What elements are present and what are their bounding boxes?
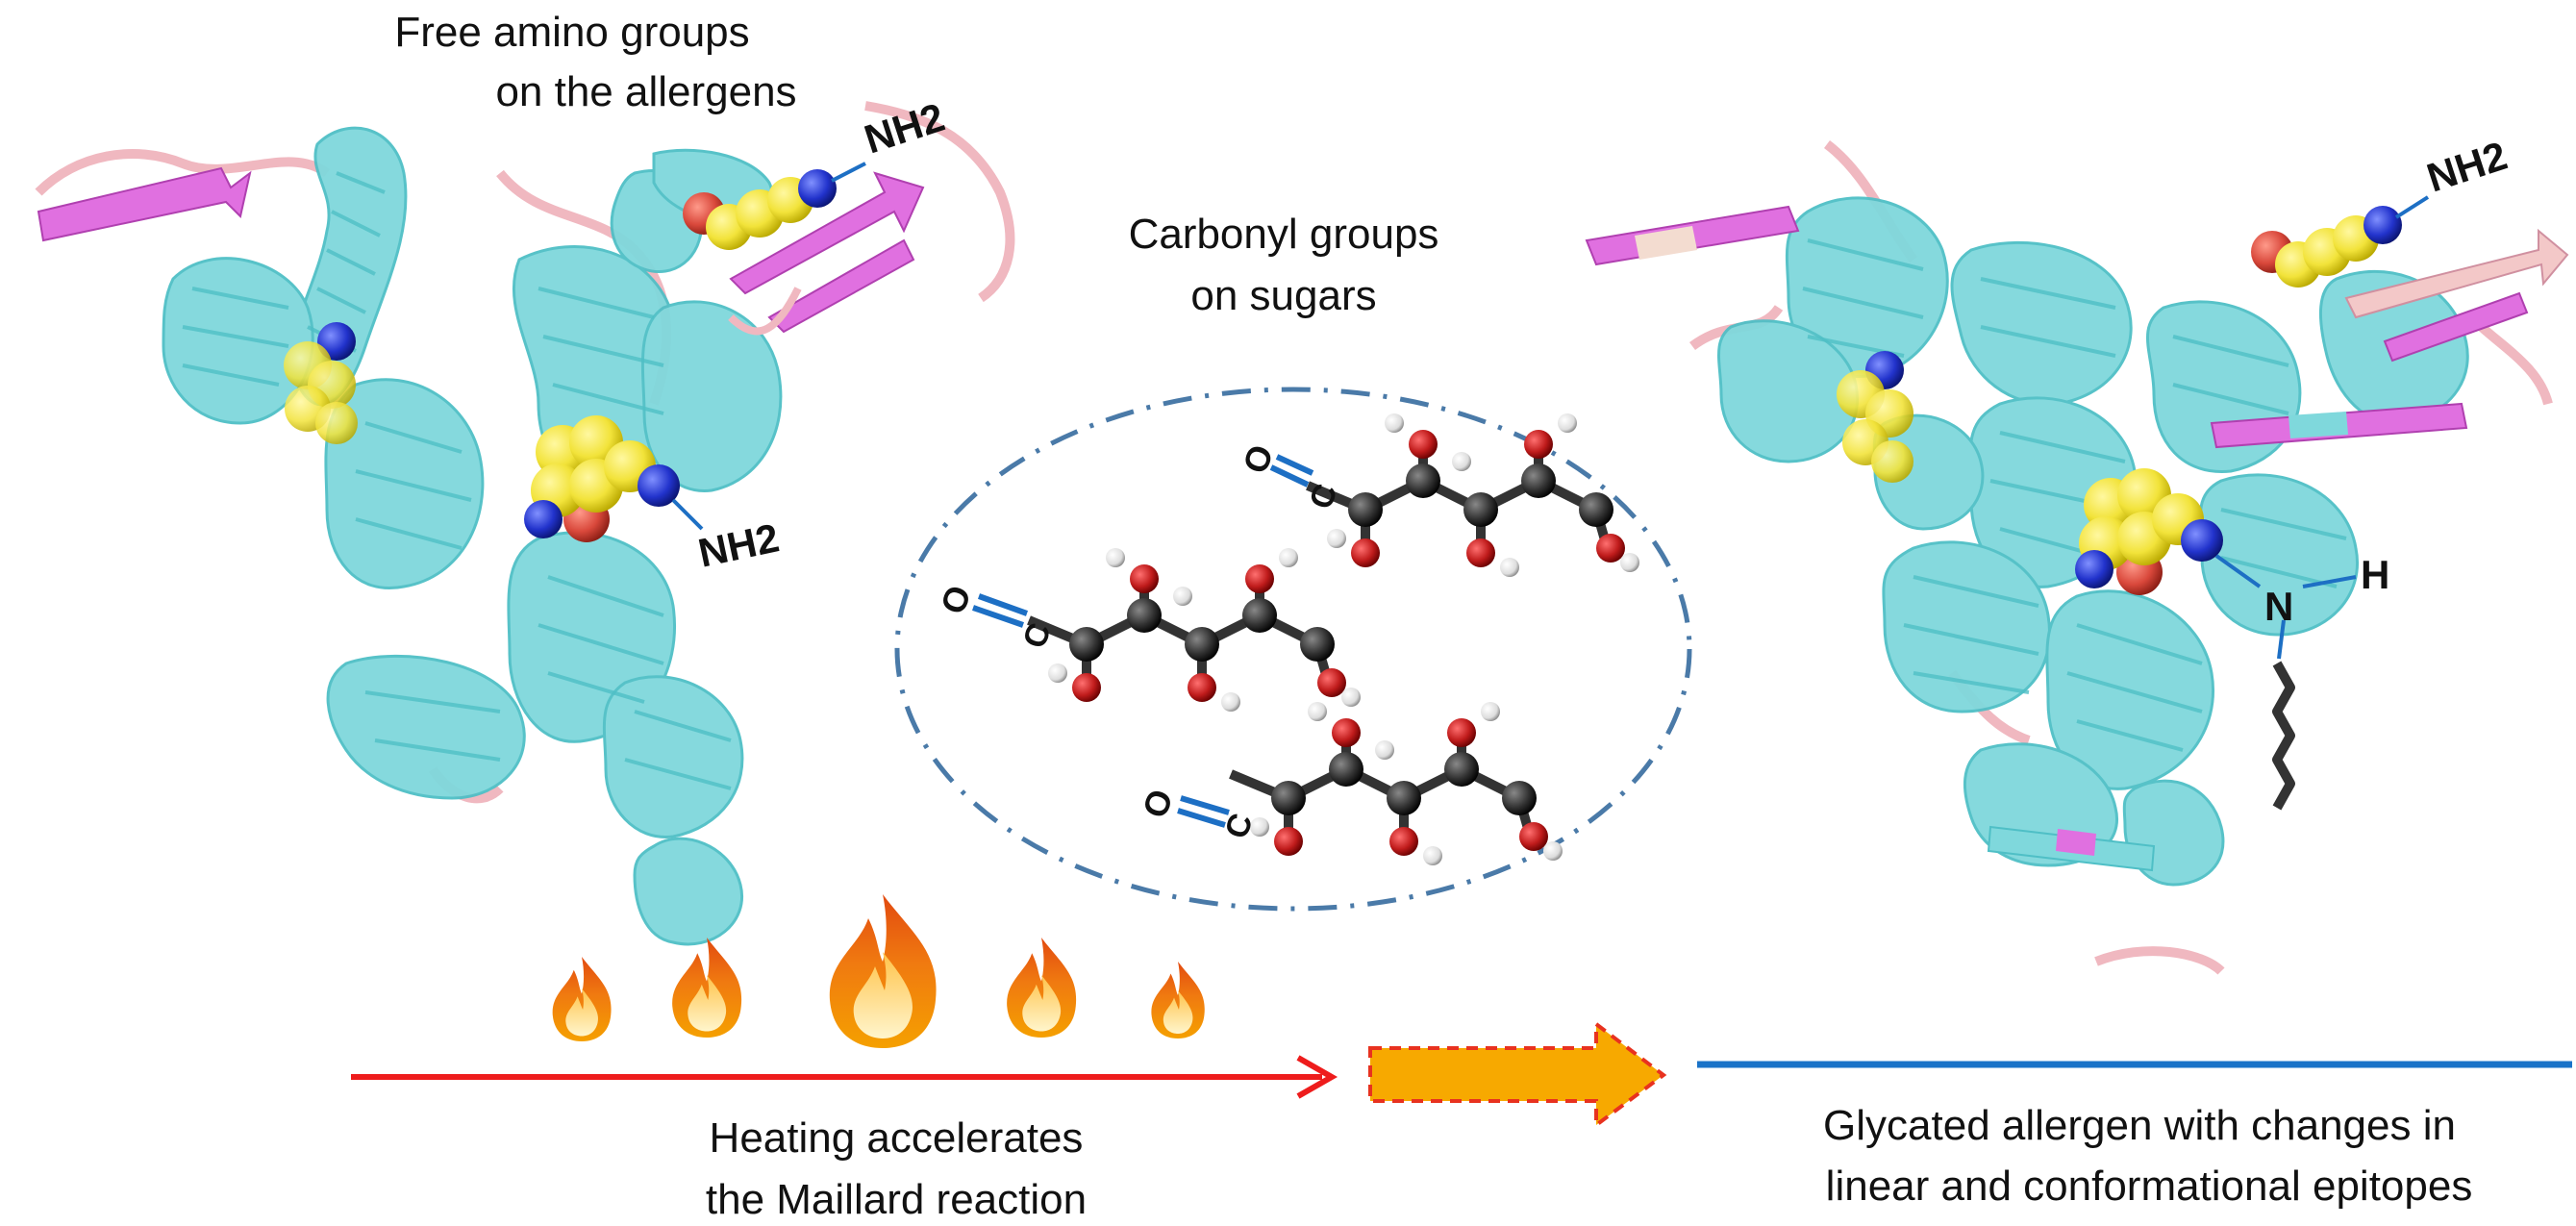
free-amino-title-line1: Free amino groups: [394, 9, 749, 56]
glycated-lysine-top: [2251, 195, 2430, 288]
sugar-molecule-3: O C: [1135, 702, 1563, 865]
flame-icon: [829, 894, 937, 1048]
lysine-residue-left: [284, 322, 358, 444]
glycated-lysine-left: [1837, 351, 1913, 483]
flame-icon: [552, 957, 612, 1041]
native-allergen-structure: [35, 101, 1015, 946]
lysine-residue-center: [524, 415, 704, 542]
glycated-caption-line1: Glycated allergen with changes in: [1823, 1102, 2456, 1149]
sugar2-oxygen-label: O: [933, 580, 979, 618]
flame-icon: [1007, 938, 1077, 1038]
carbonyl-title-line1: Carbonyl groups: [1129, 211, 1439, 258]
glycated-allergen-structure: [1585, 140, 2569, 975]
sugar3-oxygen-label: O: [1135, 784, 1181, 822]
sugar3-carbon-label: C: [1218, 809, 1261, 843]
h-label-right: H: [2361, 552, 2389, 597]
flame-icon: [1151, 962, 1205, 1038]
flame-icon: [672, 938, 742, 1038]
free-amino-title-line2: on the allergens: [495, 68, 796, 115]
carbonyl-title-line2: on sugars: [1190, 272, 1376, 319]
sugar-pool-ellipse: [894, 387, 1692, 912]
nh2-label-right: NH2: [2421, 133, 2512, 201]
lysine-residue-top: [683, 162, 866, 250]
sugar2-carbon-label: C: [1016, 618, 1059, 653]
heating-caption-line1: Heating accelerates: [710, 1114, 1084, 1162]
heating-arrow: [351, 1055, 1338, 1099]
sugar-molecule-2: O C: [933, 548, 1361, 712]
n-label-right: N: [2264, 584, 2293, 629]
heating-caption-line2: the Maillard reaction: [706, 1176, 1087, 1223]
sugar-molecule-1: O C: [1235, 413, 1639, 577]
sugar1-carbon-label: C: [1303, 479, 1345, 513]
sugar1-oxygen-label: O: [1235, 439, 1281, 478]
glycated-caption-line2: linear and conformational epitopes: [1826, 1163, 2473, 1210]
block-arrow-icon: [1368, 1019, 1667, 1129]
nh2-label-center: NH2: [694, 514, 783, 575]
glycated-lysine-center: [2075, 468, 2262, 595]
